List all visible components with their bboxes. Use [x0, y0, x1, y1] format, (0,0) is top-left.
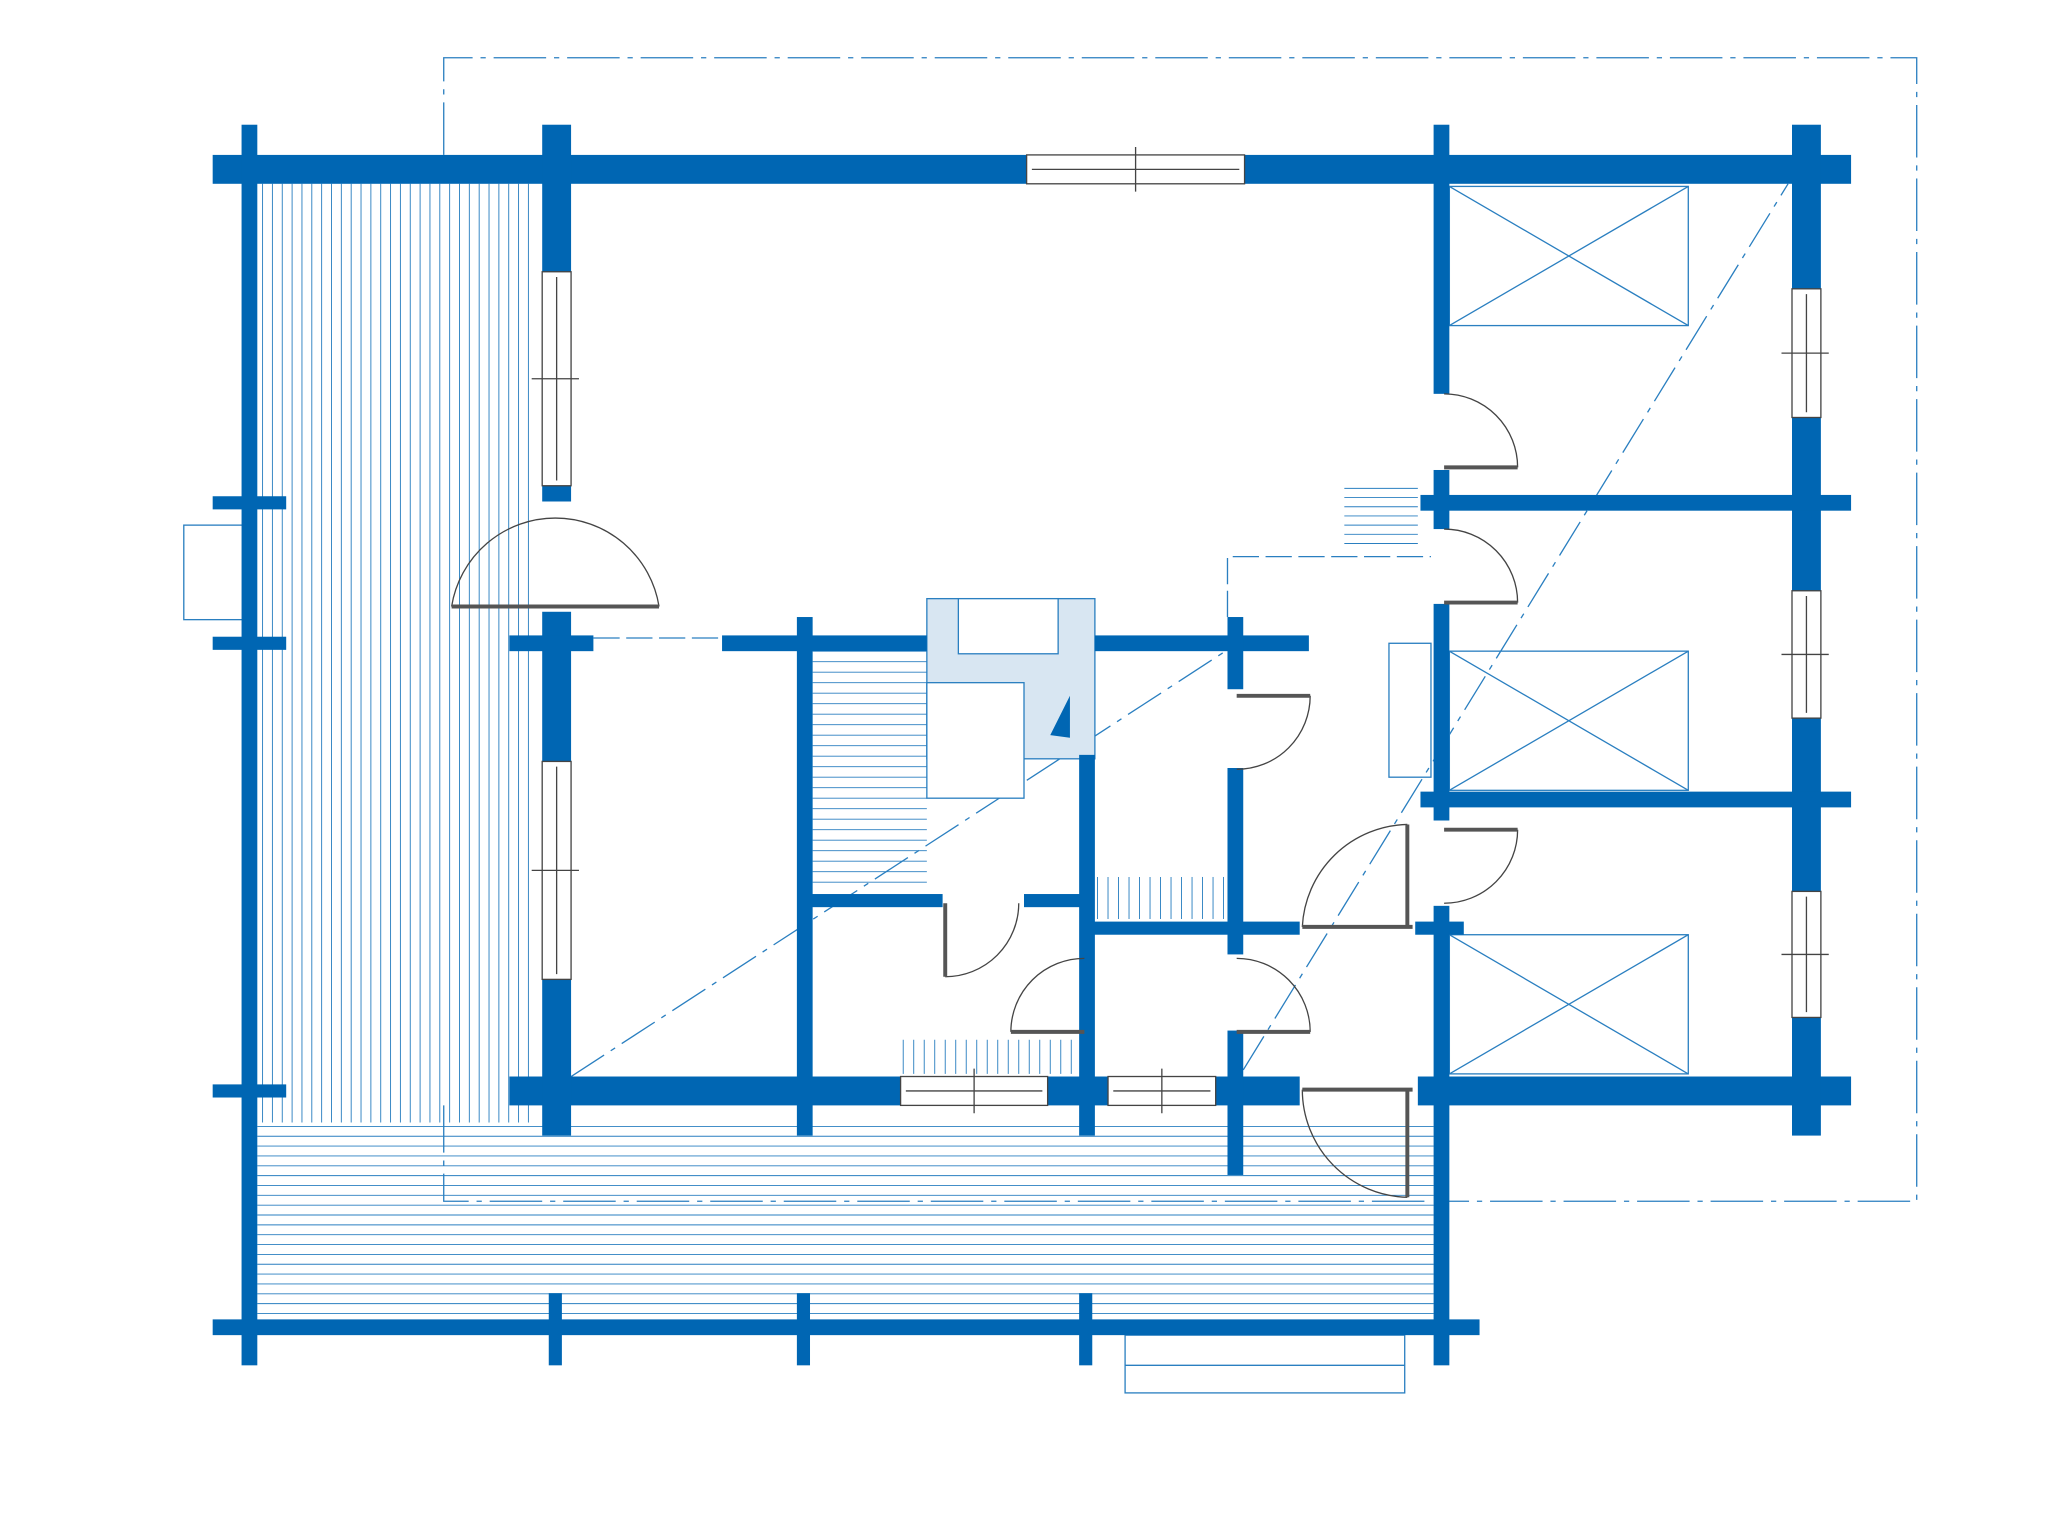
wall	[1415, 921, 1464, 935]
wall	[722, 635, 927, 652]
wall	[1047, 1076, 1109, 1106]
wall	[542, 485, 572, 502]
door-swing	[1236, 957, 1311, 1032]
wall	[1433, 905, 1450, 1366]
wall	[1792, 124, 1821, 289]
sauna-stove	[926, 597, 1096, 799]
wall	[1417, 1076, 1852, 1106]
wall	[509, 1076, 901, 1106]
wall	[1079, 754, 1095, 1136]
wall	[542, 611, 572, 762]
stove-icon	[1050, 695, 1070, 738]
wall	[1024, 894, 1090, 908]
wall	[542, 124, 572, 272]
window-mullion	[531, 277, 579, 481]
wall	[212, 1319, 1480, 1336]
door-swing	[1444, 393, 1519, 468]
wall	[800, 894, 943, 908]
wall	[1244, 154, 1852, 184]
wall	[548, 1293, 562, 1366]
wall	[241, 124, 258, 1366]
wall	[1089, 921, 1300, 935]
door-swing	[1236, 695, 1311, 770]
wall	[1433, 603, 1450, 821]
roof-ridge-line	[570, 183, 1789, 1078]
wall	[212, 154, 1027, 184]
window-mullion	[1113, 1068, 1211, 1114]
windows	[531, 147, 1829, 1114]
window-mullion	[905, 1068, 1043, 1114]
wall	[1433, 124, 1450, 394]
wall	[1227, 768, 1244, 955]
door-leaf	[1302, 1087, 1413, 1198]
wall	[212, 1084, 287, 1098]
wall	[1420, 494, 1852, 511]
roof-outline	[443, 57, 1918, 1202]
door-swing	[1010, 957, 1085, 1032]
stove-bench-top	[957, 597, 1059, 655]
bed-cross	[1449, 185, 1689, 327]
wall	[1792, 1017, 1821, 1136]
wall	[1079, 1293, 1093, 1366]
window-mullion	[1781, 596, 1829, 713]
wall	[1227, 1030, 1244, 1175]
door-swing	[1444, 528, 1519, 603]
wall	[1420, 791, 1852, 808]
door-swing	[1444, 829, 1519, 904]
side-step	[183, 524, 251, 621]
bed-cross	[1449, 934, 1689, 1075]
door-swing	[945, 903, 1020, 978]
dashed-opening	[593, 555, 1431, 639]
wall	[212, 496, 287, 510]
door-swing	[1301, 1089, 1408, 1198]
wall	[1094, 635, 1309, 652]
entry-step	[1124, 1334, 1406, 1394]
door-leaf	[1302, 824, 1413, 929]
walls	[212, 124, 1852, 1366]
doors	[450, 393, 1519, 1198]
window-mullion	[1781, 294, 1829, 413]
wall	[796, 1293, 811, 1366]
wall	[509, 635, 594, 652]
window-mullion	[1781, 896, 1829, 1013]
bed-cross	[1449, 650, 1689, 791]
wall	[542, 979, 572, 1136]
wall	[1227, 617, 1244, 690]
door-swing	[450, 517, 660, 607]
bench	[1388, 642, 1432, 778]
deck-hatching	[257, 183, 1434, 1314]
wall	[796, 617, 813, 1136]
stove-bench-low	[926, 682, 1025, 799]
window-mullion	[531, 766, 579, 975]
wall	[212, 636, 287, 650]
door-swing	[1301, 823, 1408, 927]
window-mullion	[1031, 147, 1240, 192]
